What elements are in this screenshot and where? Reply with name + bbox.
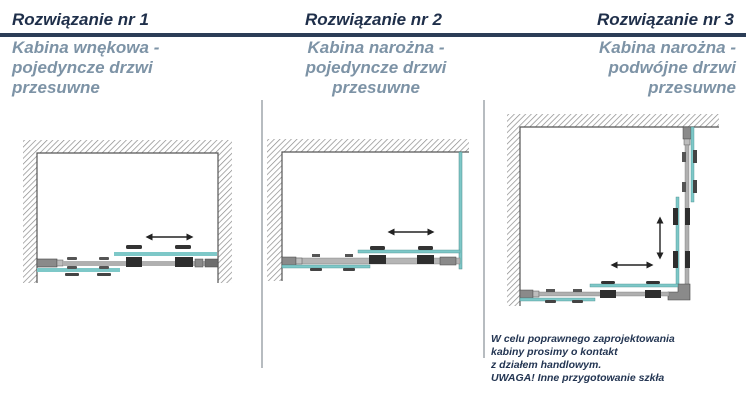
diagram-3-corner-double [507, 114, 719, 306]
diagram-1-niche [23, 140, 232, 283]
column-separator [483, 100, 485, 358]
solution-1-title: Rozwiązanie nr 1 [12, 10, 149, 29]
header-rule [0, 33, 746, 37]
solution-3-title: Rozwiązanie nr 3 [597, 10, 734, 29]
diagram-2-corner-single [267, 139, 469, 281]
subtitle-line: podwójne drzwi [608, 58, 737, 77]
solution-2-subtitle: Kabina narożna - pojedyncze drzwi przesu… [296, 38, 456, 98]
contact-note: W celu poprawnego zaprojektowania kabiny… [491, 333, 675, 385]
subtitle-line: Kabina narożna - [307, 38, 445, 57]
subtitle-line: przesuwne [648, 78, 736, 97]
note-line: kabiny prosimy o kontakt [491, 346, 618, 358]
note-line: W celu poprawnego zaprojektowania [491, 333, 675, 345]
subtitle-line: Kabina narożna - [599, 38, 736, 57]
solution-3-subtitle: Kabina narożna - podwójne drzwi przesuwn… [599, 38, 736, 98]
subtitle-line: pojedyncze drzwi [12, 58, 153, 77]
column-separator [261, 100, 263, 368]
solution-1-subtitle: Kabina wnękowa - pojedyncze drzwi przesu… [12, 38, 159, 98]
subtitle-line: przesuwne [332, 78, 420, 97]
note-line: z działem handlowym. [491, 359, 602, 371]
subtitle-line: Kabina wnękowa - [12, 38, 160, 57]
subtitle-line: przesuwne [12, 78, 100, 97]
subtitle-line: pojedyncze drzwi [305, 58, 447, 77]
solution-2-title: Rozwiązanie nr 2 [305, 10, 442, 29]
note-line: UWAGA! Inne przygotowanie szkła [491, 372, 665, 384]
